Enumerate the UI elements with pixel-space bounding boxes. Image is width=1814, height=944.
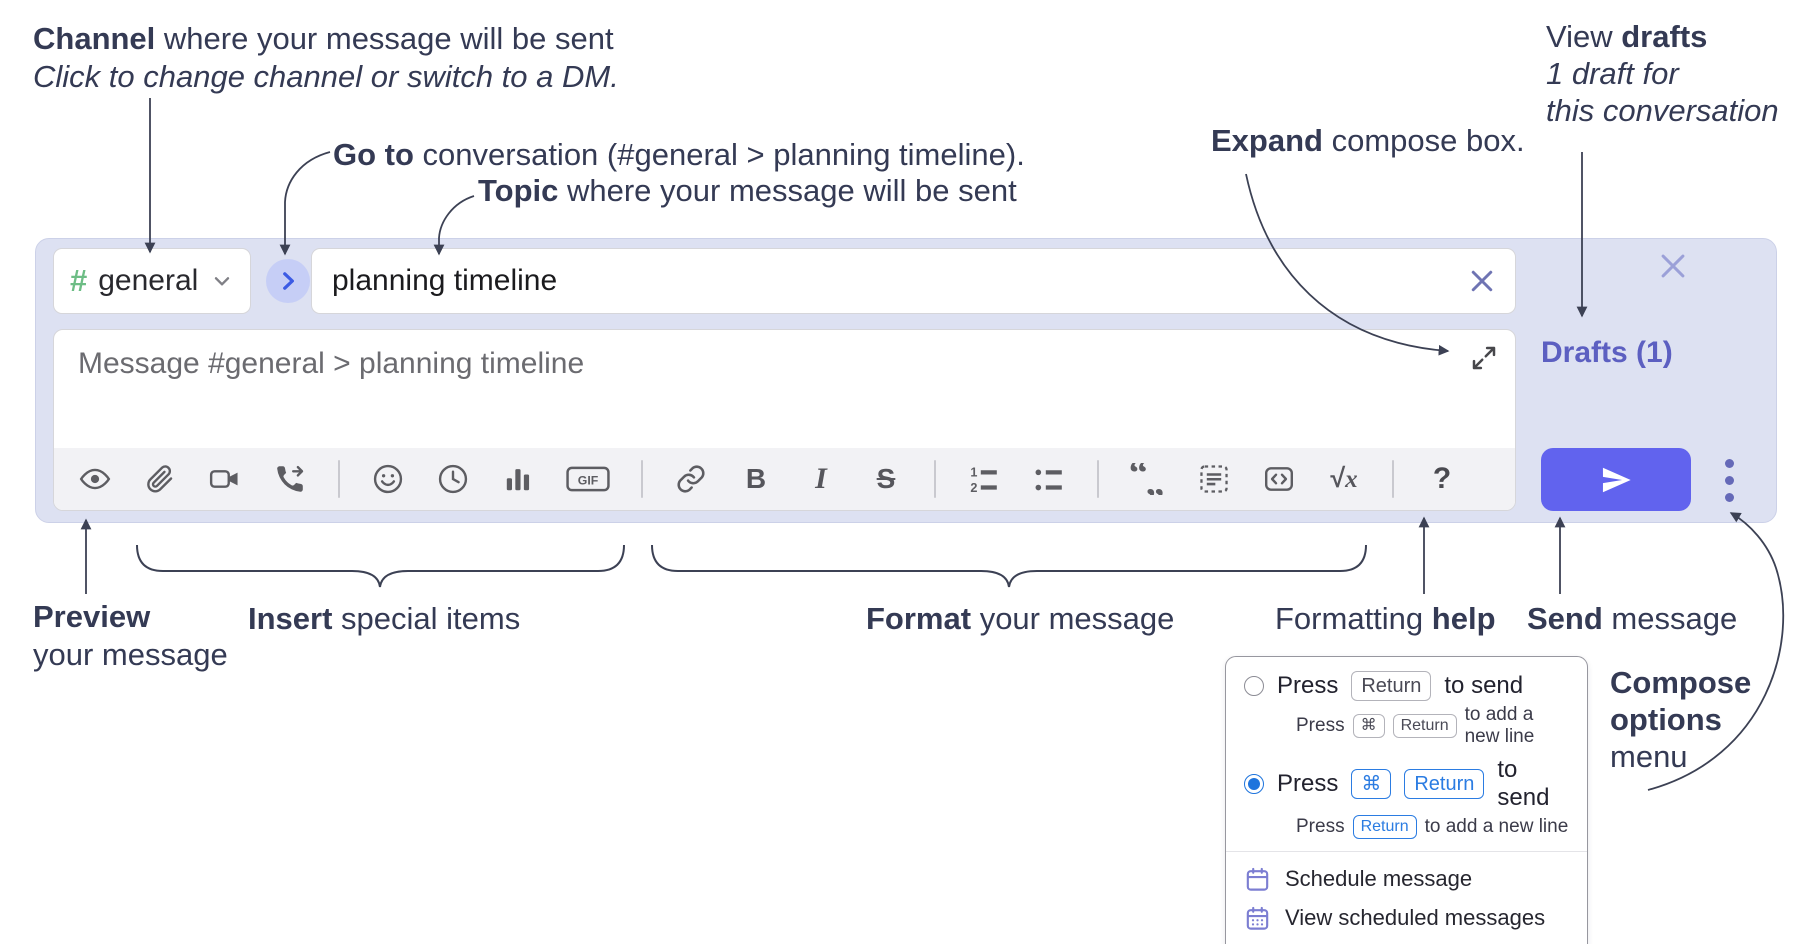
menu-item-view-scheduled[interactable]: View scheduled messages [1226, 899, 1587, 938]
toolbar-divider [641, 460, 643, 498]
video-icon[interactable] [208, 459, 242, 499]
annotation-channel-bold: Channel [33, 21, 156, 56]
preview-eye-icon[interactable] [78, 459, 112, 499]
popup-divider [1226, 850, 1587, 852]
poll-chart-icon[interactable] [501, 459, 535, 499]
toolbar-divider [338, 460, 340, 498]
svg-text:GIF: GIF [578, 474, 599, 488]
annotation-send: Send message [1527, 601, 1738, 636]
close-icon [1656, 249, 1690, 283]
annotation-topic: Topic where your message will be sent [478, 173, 1017, 208]
compose-box: # general Message #general > planning ti… [35, 238, 1777, 523]
radio-unselected-icon[interactable] [1244, 676, 1264, 696]
annotation-preview: Preview your message [33, 599, 228, 672]
send-option-return[interactable]: Press Return to send Press ⌘ Return to a… [1226, 667, 1587, 752]
key-return: Return [1351, 671, 1432, 701]
svg-text:„: „ [1145, 463, 1164, 495]
toolbar-divider [934, 460, 936, 498]
annotation-insert: Insert special items [248, 601, 521, 636]
annotation-compose-menu: Compose options menu [1610, 665, 1752, 774]
link-icon[interactable] [674, 459, 708, 499]
bold-icon[interactable]: B [745, 463, 767, 494]
message-input[interactable]: Message #general > planning timeline GIF… [53, 329, 1516, 511]
radio-selected-icon[interactable] [1244, 774, 1264, 794]
toolbar-divider [1392, 460, 1394, 498]
annotation-format: Format your message [866, 601, 1175, 636]
compose-options-popup: Press Return to send Press ⌘ Return to a… [1225, 656, 1588, 944]
channel-selector[interactable]: # general [53, 248, 251, 314]
svg-text:“: “ [1130, 463, 1148, 494]
drafts-link[interactable]: Drafts (1) [1541, 336, 1673, 369]
send-option-cmd-return[interactable]: Press ⌘ Return to send Press Return to a… [1226, 752, 1587, 843]
strikethrough-icon[interactable]: S [876, 463, 896, 494]
bullet-list-icon[interactable] [1032, 459, 1066, 499]
brace-format [651, 544, 1367, 588]
kebab-dots-icon [1724, 458, 1734, 468]
expand-icon[interactable] [1469, 343, 1499, 373]
close-compose-button[interactable] [1654, 247, 1692, 285]
code-block-icon[interactable] [1197, 459, 1231, 499]
annotation-help: Formatting help [1275, 601, 1496, 636]
send-button[interactable] [1541, 448, 1691, 511]
message-placeholder: Message #general > planning timeline [78, 347, 585, 380]
audio-call-icon[interactable] [273, 459, 307, 499]
toolbar-divider [1097, 460, 1099, 498]
svg-text:1: 1 [970, 466, 977, 480]
annotation-view-drafts: View drafts 1 draft for this conversatio… [1546, 19, 1779, 128]
attach-paperclip-icon[interactable] [143, 459, 177, 499]
topic-input-wrapper [311, 248, 1516, 314]
topic-input[interactable] [330, 263, 1467, 299]
svg-text:2: 2 [970, 481, 977, 495]
annotation-goto: Go to conversation (#general > planning … [333, 137, 1025, 172]
gif-icon[interactable]: GIF [566, 459, 610, 499]
blockquote-icon[interactable]: “„ [1130, 459, 1166, 499]
formula-icon[interactable]: √x [1330, 463, 1358, 493]
help-icon[interactable]: ? [1432, 462, 1452, 495]
goto-chevron-icon [275, 268, 301, 294]
send-plane-icon [1600, 464, 1632, 496]
key-return: Return [1392, 714, 1457, 738]
channel-name: general [98, 264, 199, 297]
calendar-icon [1244, 866, 1271, 893]
channel-hash-icon: # [70, 263, 88, 298]
annotation-channel: Channel where your message will be sent … [33, 20, 619, 96]
clear-x-icon[interactable] [1467, 266, 1497, 296]
calendar-grid-icon [1244, 905, 1271, 932]
brace-insert [136, 544, 625, 588]
goto-conversation-button[interactable] [266, 259, 310, 303]
chevron-down-icon [210, 269, 234, 293]
schedule-clock-icon[interactable] [436, 459, 470, 499]
menu-item-schedule-message[interactable]: Schedule message [1226, 860, 1587, 899]
key-cmd: ⌘ [1351, 769, 1392, 799]
emoji-icon[interactable] [371, 459, 405, 499]
key-return: Return [1404, 769, 1485, 799]
annotation-expand: Expand compose box. [1211, 123, 1525, 158]
italic-icon[interactable]: I [815, 462, 827, 495]
key-cmd: ⌘ [1352, 714, 1385, 738]
key-return: Return [1352, 815, 1417, 839]
annotation-channel-sub: Click to change channel or switch to a D… [33, 59, 619, 94]
code-icon[interactable] [1262, 459, 1296, 499]
annotation-channel-rest: where your message will be sent [155, 21, 614, 56]
compose-options-button[interactable] [1714, 451, 1744, 509]
